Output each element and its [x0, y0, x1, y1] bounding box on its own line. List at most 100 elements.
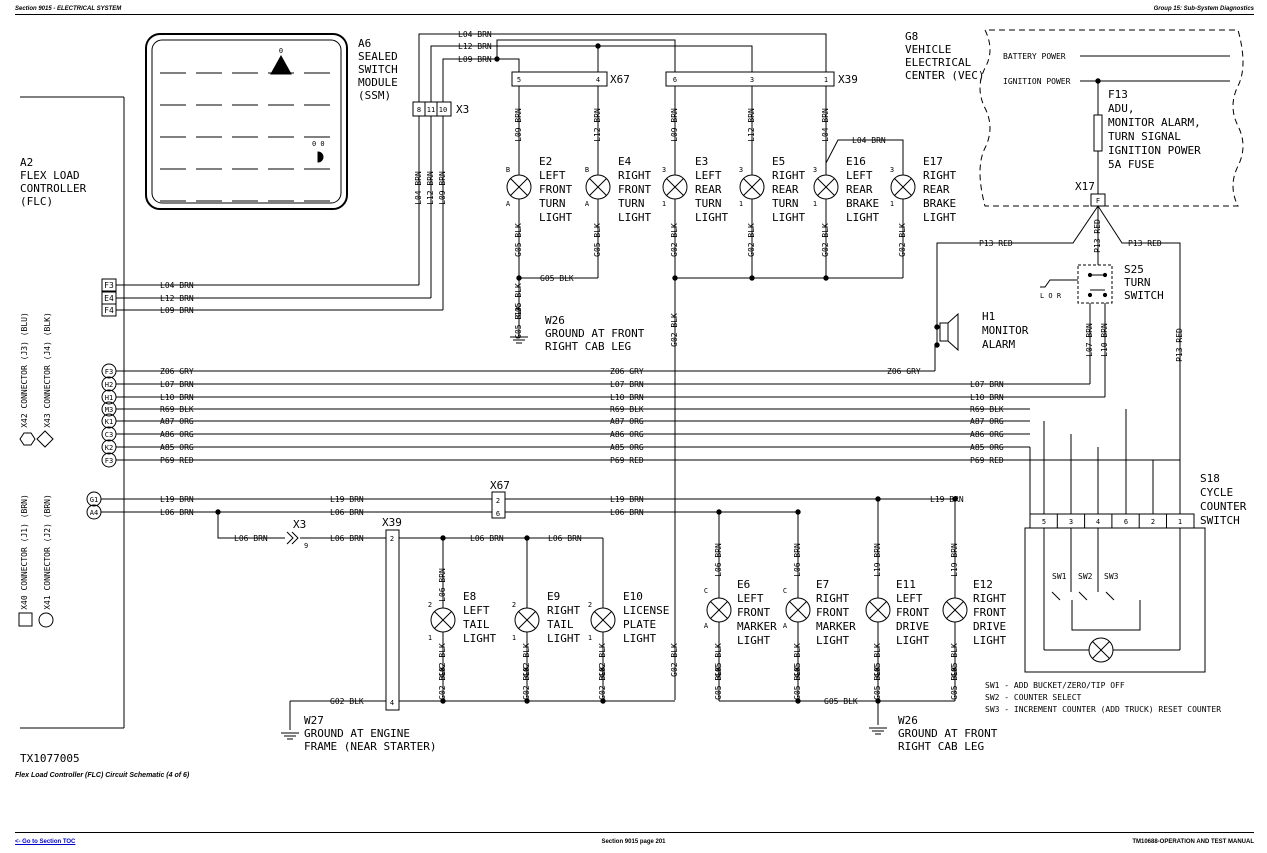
- lamp-e5-label: LIGHT: [772, 211, 805, 224]
- pin-label: 1: [1178, 518, 1182, 526]
- wire-label: G05 BLK: [793, 643, 802, 677]
- wire-path: [825, 139, 904, 175]
- lamp-e12-label: FRONT: [973, 606, 1006, 619]
- wire-label: G02 BLK: [821, 223, 830, 257]
- lamp-e10-label: PLATE: [623, 618, 656, 631]
- x67-label: X67: [610, 73, 630, 86]
- h1-label: ALARM: [982, 338, 1015, 351]
- wire-label: L09 BRN: [160, 306, 194, 315]
- wire-label: L19 BRN: [610, 495, 644, 504]
- legend-x42: X42 CONNECTOR (J3) (BLU): [20, 312, 29, 428]
- lamp-e2-label: TURN: [539, 197, 566, 210]
- sw-legend-item: SW1 - ADD BUCKET/ZERO/TIP OFF: [985, 681, 1125, 690]
- wire-label: L09 BRN: [458, 55, 492, 64]
- x40-square-icon: [18, 612, 33, 627]
- w26-bottom-label: W26: [898, 714, 918, 727]
- wire-path: [430, 45, 599, 102]
- lamp-e16-label: REAR: [846, 183, 873, 196]
- s25-contact: [1102, 272, 1108, 278]
- pin-label: 3: [813, 166, 817, 174]
- alarm-speaker-icon: [939, 322, 949, 342]
- pin-label: 3: [750, 76, 754, 84]
- s18-label: S18: [1200, 472, 1220, 485]
- lamp-e16-label: BRAKE: [846, 197, 879, 210]
- w27-label: FRAME (NEAR STARTER): [304, 740, 436, 753]
- a6-label: (SSM): [358, 89, 391, 102]
- x67-mid-connector: [491, 491, 506, 519]
- lamp-e12-label: DRIVE: [973, 620, 1006, 633]
- wire-label: A86 ORG: [610, 430, 644, 439]
- wire-label: P69 RED: [970, 456, 1004, 465]
- a2-label: FLEX LOAD: [20, 169, 80, 182]
- x3-lower-label: X3: [293, 518, 306, 531]
- s18-label: COUNTER: [1200, 500, 1247, 513]
- pin-label: C: [704, 587, 708, 595]
- pin-label: 10: [439, 106, 447, 114]
- lamp-e16-label: LIGHT: [846, 211, 879, 224]
- junction-dot: [823, 275, 829, 281]
- s18-label: CYCLE: [1200, 486, 1233, 499]
- pin-label: 3: [890, 166, 894, 174]
- wire-label: G05 BLK: [514, 305, 523, 339]
- pin-label: 4: [1096, 518, 1100, 526]
- wire-label: G02 BLK: [747, 223, 756, 257]
- s18-switch-contact: [1105, 591, 1115, 601]
- header-rule: [15, 14, 1254, 15]
- ssm-digit: 0: [279, 47, 283, 55]
- flc-pin-label: E4: [104, 294, 114, 303]
- battery-power-label: BATTERY POWER: [1003, 52, 1066, 61]
- wire-label: P69 RED: [610, 456, 644, 465]
- lamp-e12-label: LIGHT: [973, 634, 1006, 647]
- wire-label: L19 BRN: [160, 495, 194, 504]
- pin-label: B: [506, 166, 510, 174]
- wire-label: L19 BRN: [930, 495, 964, 504]
- wire-path: [496, 39, 676, 72]
- wire-label: G05 BLK: [514, 283, 523, 317]
- lamp-e12-label: RIGHT: [973, 592, 1006, 605]
- junction-dot: [934, 324, 940, 330]
- footer-rule: [15, 832, 1254, 833]
- lamp-e16-label: E16: [846, 155, 866, 168]
- lamp-e17-label: E17: [923, 155, 943, 168]
- lamp-e2-label: E2: [539, 155, 552, 168]
- lamp-e9-label: E9: [547, 590, 560, 603]
- lamp-e8-label: LIGHT: [463, 632, 496, 645]
- x39-lower-label: X39: [382, 516, 402, 529]
- section-toc-link[interactable]: <- Go to Section TOC: [15, 839, 76, 845]
- wire-label: L19 BRN: [873, 543, 882, 577]
- flc-pin-label: F3: [105, 368, 113, 376]
- wire-label: G05 BLK: [950, 643, 959, 677]
- lamp-e11-label: LEFT: [896, 592, 923, 605]
- pin-label: 4: [390, 699, 394, 707]
- pin-label: 2: [428, 601, 432, 609]
- pin-label: C: [783, 587, 787, 595]
- s25-contact: [1087, 292, 1093, 298]
- wire-label: L04 BRN: [852, 136, 886, 145]
- lamp-e17-label: REAR: [923, 183, 950, 196]
- h1-label: MONITOR: [982, 324, 1029, 337]
- lamp-e6-label: MARKER: [737, 620, 777, 633]
- a6-label: A6: [358, 37, 371, 50]
- w27-label: GROUND AT ENGINE: [304, 727, 410, 740]
- wire-label: L06 BRN: [330, 534, 364, 543]
- wire-label: Z06 GRY: [887, 367, 921, 376]
- pin-label: 5: [1042, 518, 1046, 526]
- wire-label: L10 BRN: [610, 393, 644, 402]
- pin-label: 1: [824, 76, 828, 84]
- wire-label: G05 BLK: [540, 274, 574, 283]
- w26-top-label: GROUND AT FRONT: [545, 327, 645, 340]
- wire-label: G02 BLK: [598, 643, 607, 677]
- wire-path: [217, 512, 285, 539]
- x3-connector: [412, 101, 452, 117]
- wire-label: R69 BLK: [970, 405, 1004, 414]
- pin-label: A: [506, 200, 511, 208]
- wire-label: P13 RED: [1128, 239, 1162, 248]
- a6-label: SEALED: [358, 50, 398, 63]
- lamp-e11-label: DRIVE: [896, 620, 929, 633]
- wire-label: L10 BRN: [1100, 323, 1109, 357]
- x41-circle-icon: [38, 612, 54, 628]
- lamp-e10-label: LICENSE: [623, 604, 669, 617]
- lamp-e3-label: REAR: [695, 183, 722, 196]
- pin-label: 3: [662, 166, 666, 174]
